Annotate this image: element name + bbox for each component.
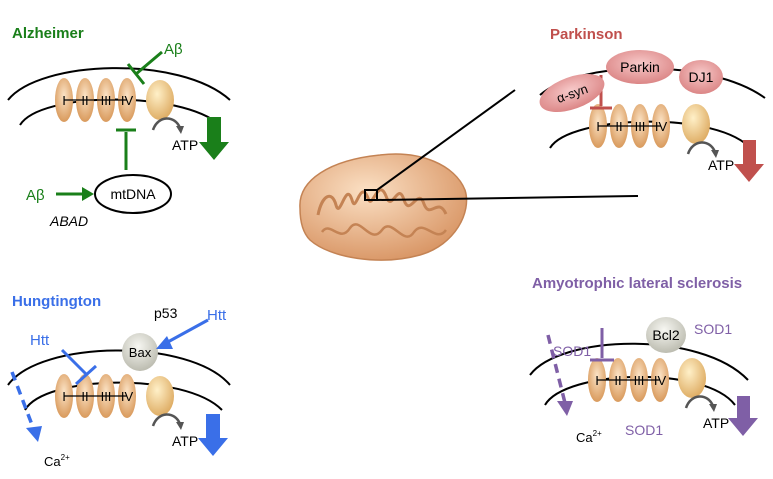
outer-membrane [7, 67, 231, 101]
abeta-label: Aβ [26, 187, 45, 204]
bax-blob [122, 333, 158, 371]
atp-down-arrow [199, 117, 229, 160]
dj1-label: DJ1 [689, 69, 714, 85]
sod1-label: SOD1 [553, 343, 591, 359]
complex-label: I [62, 389, 66, 404]
calcium-label: Ca2+ [576, 429, 602, 445]
panel-title: Amyotrophic lateral sclerosis [532, 275, 742, 292]
atp-synthase [146, 376, 174, 416]
abad-label: ABAD [49, 213, 88, 229]
atp-synthase [678, 358, 706, 398]
inhibition-line [60, 348, 88, 376]
panel-title: Hungtington [12, 293, 101, 310]
sod1-label: SOD1 [694, 321, 732, 337]
bax-label: Bax [129, 345, 152, 360]
calcium-efflux-arrow [546, 334, 567, 404]
panel-title: Parkinson [550, 26, 623, 43]
dj1-blob [679, 60, 723, 94]
mitochondrion-illustration [299, 89, 639, 261]
activation-arrowhead [156, 336, 173, 349]
outer-membrane [529, 342, 749, 381]
zoom-box [364, 189, 378, 201]
als-panel: I II III IV [529, 317, 758, 436]
panel-title: Alzheimer [12, 25, 84, 42]
rotation-arrowhead [176, 126, 184, 134]
zoom-line [376, 89, 516, 191]
complex-label: III [101, 93, 112, 108]
rotation-arrow [686, 141, 717, 155]
complex-label: I [62, 93, 66, 108]
parkin-blob [606, 50, 674, 84]
complex-label: III [101, 389, 112, 404]
rotation-arrow [151, 117, 182, 131]
complex-label: IV [655, 119, 668, 134]
calcium-arrowhead [26, 426, 42, 442]
atp-label: ATP [172, 137, 198, 153]
calcium-base: Ca [44, 454, 61, 469]
outer-membrane [7, 349, 231, 386]
inhibition-bar [74, 364, 98, 386]
zoom-line [376, 195, 639, 201]
complex-label: IV [121, 389, 134, 404]
rotation-arrowhead [709, 404, 717, 412]
complex-label: II [81, 389, 88, 404]
calcium-charge: 2+ [61, 453, 70, 462]
rotation-arrow [151, 413, 182, 427]
inhibition-line [135, 50, 163, 76]
complex-label: I [596, 119, 600, 134]
htt-label: Htt [207, 307, 227, 324]
p53-label: p53 [154, 305, 178, 321]
inner-membrane [24, 381, 223, 411]
huntington-panel: I II III IV [7, 318, 231, 456]
complex-label: III [634, 373, 645, 388]
complex-chain: I II III IV [55, 78, 136, 122]
mtdna-oval [94, 174, 172, 214]
abeta-label: Aβ [164, 41, 183, 58]
complex-chain: I II III IV [588, 358, 669, 402]
rotation-arrowhead [176, 422, 184, 430]
complex-label: IV [654, 373, 667, 388]
bcl2-label: Bcl2 [652, 327, 679, 343]
parkinson-panel: I II III IV [539, 50, 766, 182]
complex-chain: I II III IV [55, 374, 136, 418]
rotation-arrow [684, 395, 715, 409]
complex-label: II [81, 93, 88, 108]
mtdna-label: mtDNA [110, 186, 156, 202]
alzheimer-panel: I II III IV [7, 50, 231, 214]
cristae [320, 223, 448, 238]
atp-down-arrow [734, 140, 764, 182]
htt-label: Htt [30, 332, 50, 349]
complex-chain: I II III IV [589, 104, 670, 148]
activation-arrow [165, 318, 209, 345]
rotation-arrowhead [711, 150, 719, 158]
calcium-charge: 2+ [593, 429, 602, 438]
bcl2-blob [646, 317, 686, 353]
atp-down-arrow [198, 414, 228, 456]
calcium-base: Ca [576, 430, 593, 445]
atp-label: ATP [172, 433, 198, 449]
calcium-label: Ca2+ [44, 453, 70, 469]
complex-label: II [615, 119, 622, 134]
calcium-arrowhead [557, 401, 573, 416]
complex-label: III [635, 119, 646, 134]
atp-label: ATP [708, 157, 734, 173]
atp-label: ATP [703, 415, 729, 431]
sod1-label: SOD1 [625, 422, 663, 438]
inhibition-bar [126, 63, 146, 85]
atp-down-arrow [728, 396, 758, 436]
complex-label: II [614, 373, 621, 388]
atp-synthase [682, 104, 710, 144]
calcium-efflux-arrow [10, 371, 36, 431]
complex-label: I [595, 373, 599, 388]
alpha-syn-blob [539, 73, 605, 113]
activation-arrowhead [82, 187, 94, 201]
atp-synthase [146, 80, 174, 120]
complex-label: IV [121, 93, 134, 108]
parkin-label: Parkin [620, 59, 660, 75]
